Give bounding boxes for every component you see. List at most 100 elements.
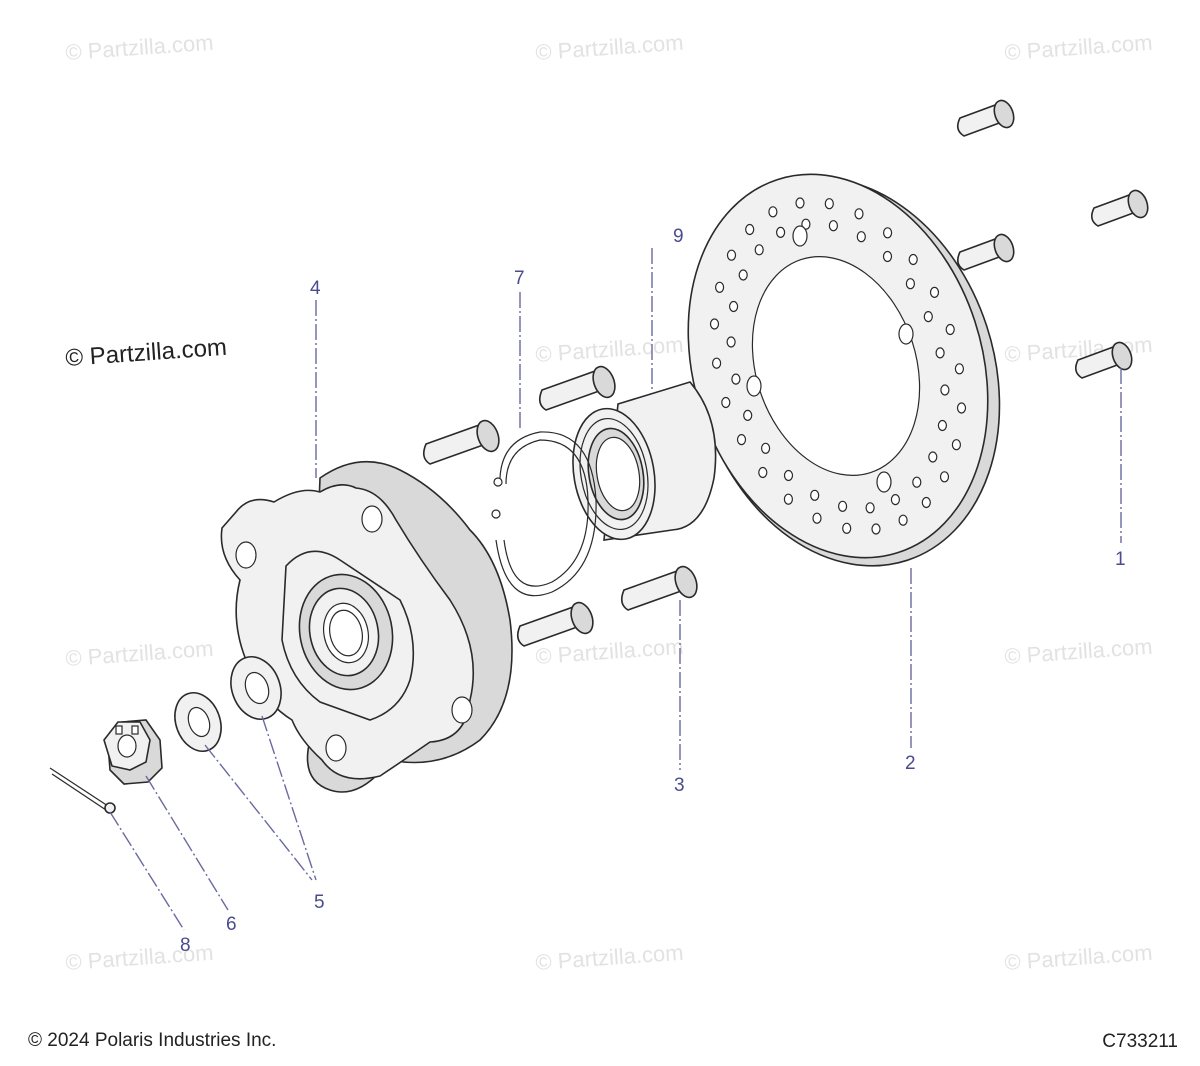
callout-4: 4 bbox=[310, 278, 321, 299]
diagram-id: C733211 bbox=[1102, 1031, 1178, 1052]
rotor-hole bbox=[726, 336, 736, 348]
rotor-hole bbox=[929, 286, 940, 298]
rotor-hole bbox=[783, 493, 794, 505]
callout-6: 6 bbox=[226, 914, 237, 935]
wheel-stud bbox=[620, 565, 698, 611]
watermark-main: © Partzilla.com bbox=[65, 334, 228, 372]
wheel-stud bbox=[516, 601, 594, 647]
rotor-hole bbox=[928, 451, 938, 463]
rotor-hole bbox=[837, 500, 848, 512]
leader-line-5a bbox=[204, 744, 313, 881]
rotor-hole bbox=[743, 409, 753, 421]
rotor-hole bbox=[842, 522, 852, 534]
rotor-hole bbox=[898, 514, 908, 526]
callout-8: 8 bbox=[180, 935, 191, 956]
rotor-hole bbox=[711, 357, 722, 369]
rotor-hole bbox=[854, 208, 864, 220]
leader-line-8 bbox=[109, 811, 185, 931]
rotor-bolt bbox=[956, 233, 1015, 271]
watermark: © Partzilla.com bbox=[1004, 940, 1154, 975]
castle-nut bbox=[103, 719, 163, 785]
rotor-hole bbox=[726, 249, 737, 261]
rotor-hole bbox=[951, 439, 962, 451]
leader-line-6 bbox=[145, 775, 229, 911]
callout-5: 5 bbox=[314, 892, 325, 913]
callout-2: 2 bbox=[905, 753, 916, 774]
callout-3: 3 bbox=[674, 775, 685, 796]
watermark: © Partzilla.com bbox=[65, 30, 215, 65]
callout-1: 1 bbox=[1115, 549, 1126, 570]
leader-line-5b bbox=[261, 715, 317, 881]
rotor-hole bbox=[856, 231, 866, 243]
callout-9: 9 bbox=[673, 226, 684, 247]
rotor-hole bbox=[775, 226, 786, 238]
rotor-hole bbox=[939, 471, 950, 483]
rotor-bolt bbox=[956, 99, 1015, 137]
watermark: © Partzilla.com bbox=[65, 940, 215, 975]
wheel-stud bbox=[422, 419, 500, 465]
rotor-hole bbox=[709, 318, 720, 330]
rotor-hole bbox=[801, 218, 811, 230]
rotor-hole bbox=[783, 469, 794, 482]
rotor-hole bbox=[810, 489, 820, 501]
rotor-hole bbox=[905, 278, 916, 290]
rotor-mount-hole bbox=[792, 225, 808, 247]
rotor-hole bbox=[912, 476, 922, 488]
watermark: © Partzilla.com bbox=[535, 634, 685, 669]
watermark: © Partzilla.com bbox=[1004, 30, 1154, 65]
rotor-hole bbox=[745, 223, 755, 236]
rotor-hole bbox=[890, 494, 901, 506]
rotor-bolts bbox=[956, 99, 1149, 379]
rotor-mount-hole bbox=[898, 323, 914, 345]
rotor-hole bbox=[940, 384, 950, 396]
rotor-hole bbox=[828, 220, 839, 232]
watermark: © Partzilla.com bbox=[535, 332, 685, 367]
washers bbox=[174, 656, 282, 752]
leader-lines bbox=[109, 248, 1122, 931]
rotor-hole bbox=[882, 250, 893, 263]
rotor-hole bbox=[728, 300, 739, 313]
watermark: © Partzilla.com bbox=[65, 636, 215, 671]
cotter-pin bbox=[49, 767, 116, 814]
rotor-hole bbox=[754, 244, 764, 256]
rotor-bolt bbox=[1074, 341, 1133, 379]
rotor-hole bbox=[923, 311, 933, 323]
rotor-mount-hole bbox=[876, 471, 892, 493]
brake-rotor bbox=[687, 173, 1001, 567]
rotor-hole bbox=[721, 396, 731, 409]
rotor-mount-hole bbox=[746, 375, 762, 397]
rotor-hole bbox=[714, 281, 725, 293]
watermark: © Partzilla.com bbox=[1004, 634, 1154, 669]
watermark: © Partzilla.com bbox=[535, 940, 685, 975]
rotor-hole bbox=[937, 419, 948, 432]
callout-labels: 1 2 3 4 5 6 7 8 9 bbox=[180, 226, 1126, 956]
wheel-bearing bbox=[572, 381, 717, 541]
wheel-stud bbox=[538, 365, 616, 411]
rotor-hole bbox=[908, 253, 918, 266]
wheel-studs bbox=[422, 365, 698, 647]
rotor-hole bbox=[921, 496, 931, 509]
rotor-hole bbox=[954, 363, 965, 375]
rotor-bolt bbox=[1090, 189, 1149, 227]
watermark: © Partzilla.com bbox=[535, 30, 685, 65]
rotor-hole bbox=[731, 373, 741, 385]
rotor-hole bbox=[935, 347, 945, 359]
rotor-hole bbox=[865, 502, 875, 514]
rotor-hole bbox=[768, 206, 778, 218]
rotor-hole bbox=[882, 227, 893, 239]
rotor-hole bbox=[871, 523, 881, 535]
callout-7: 7 bbox=[514, 268, 525, 289]
rotor-hole bbox=[738, 269, 748, 281]
rotor-hole bbox=[824, 198, 834, 210]
rotor-hole bbox=[795, 197, 805, 209]
snap-ring bbox=[491, 431, 597, 597]
rotor-hole bbox=[945, 323, 955, 336]
rotor-hole bbox=[758, 466, 768, 479]
rotor-hole bbox=[956, 402, 967, 414]
copyright-notice: © 2024 Polaris Industries Inc. bbox=[28, 1030, 277, 1051]
rotor-hole bbox=[760, 442, 771, 454]
rotor-holes bbox=[709, 197, 967, 535]
rotor-hole bbox=[812, 512, 822, 524]
rotor-hole bbox=[736, 434, 747, 446]
